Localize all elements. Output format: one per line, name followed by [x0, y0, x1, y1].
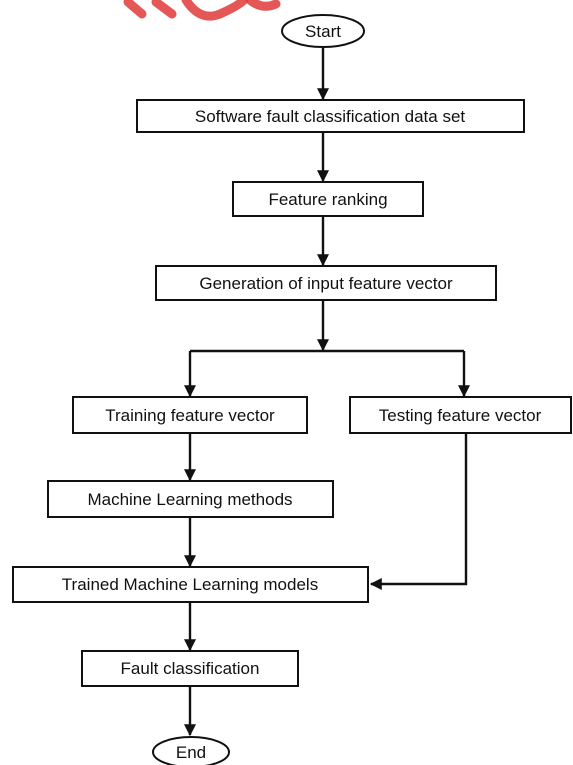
node-feature-ranking: Feature ranking: [232, 181, 424, 217]
node-start: Start: [281, 14, 365, 48]
node-ml-methods-label: Machine Learning methods: [87, 490, 292, 509]
node-testing-label: Testing feature vector: [379, 406, 542, 425]
node-generation-label: Generation of input feature vector: [199, 274, 453, 293]
node-end-label: End: [176, 743, 206, 762]
node-training: Training feature vector: [72, 396, 308, 434]
node-testing: Testing feature vector: [349, 396, 572, 434]
node-feature-ranking-label: Feature ranking: [268, 190, 387, 209]
node-ml-methods: Machine Learning methods: [47, 480, 334, 518]
node-trained-models: Trained Machine Learning models: [12, 566, 369, 603]
node-start-label: Start: [305, 22, 341, 41]
node-fault-classification-label: Fault classification: [121, 659, 260, 678]
node-fault-classification: Fault classification: [81, 650, 299, 687]
node-training-label: Training feature vector: [105, 406, 275, 425]
node-dataset: Software fault classification data set: [136, 99, 525, 133]
node-dataset-label: Software fault classification data set: [195, 107, 466, 126]
node-end: End: [152, 736, 230, 765]
node-trained-models-label: Trained Machine Learning models: [62, 575, 318, 594]
watermark-logo: [123, 0, 281, 21]
node-generation: Generation of input feature vector: [155, 265, 497, 301]
edge-testing-to-models: [369, 433, 468, 590]
edges: [184, 47, 470, 737]
